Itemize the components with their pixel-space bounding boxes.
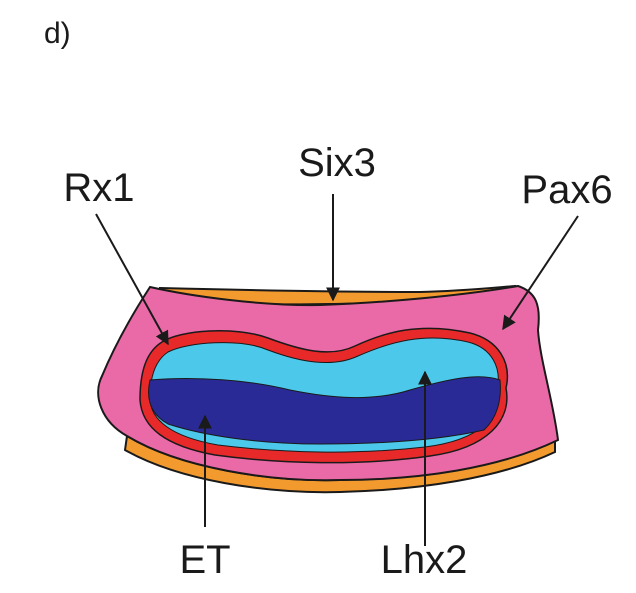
rx1-label: Rx1 bbox=[63, 166, 134, 210]
six3-label: Six3 bbox=[298, 141, 376, 185]
panel-label: d) bbox=[44, 17, 71, 50]
pax6-label: Pax6 bbox=[521, 168, 612, 212]
lhx2-label: Lhx2 bbox=[381, 538, 468, 582]
pax6-arrow bbox=[503, 216, 578, 329]
et-label: ET bbox=[179, 538, 230, 582]
